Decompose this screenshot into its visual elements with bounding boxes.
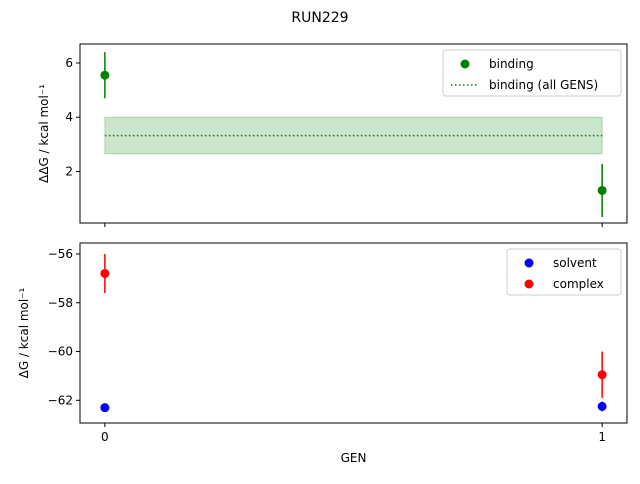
complex-point-0 xyxy=(100,268,110,278)
y-axis-label-0: ΔΔG / kcal mol⁻¹ xyxy=(37,84,51,183)
y-tick-label-1-0: −62 xyxy=(48,393,73,407)
solvent-point-0 xyxy=(100,403,110,413)
solvent-point-1 xyxy=(597,401,607,411)
legend-0: binding binding (all GENS) xyxy=(442,49,622,97)
y-tick-label-0-2: 6 xyxy=(65,56,73,70)
axes-frame-1 xyxy=(79,242,628,424)
y-tick-label-0-1: 4 xyxy=(65,110,73,124)
y-tick-label-1-1: −60 xyxy=(48,345,73,359)
legend-label-binding: binding xyxy=(489,57,534,71)
y-tick-label-0-0: 2 xyxy=(65,164,73,178)
legend-1: solvent complex xyxy=(506,248,622,296)
bottom-panel-solvent-complex: −62 −60 −58 −56 0 1 ΔG / kcal mol⁻¹ GEN solvent c… xyxy=(17,242,628,465)
binding-point-0 xyxy=(100,70,110,80)
legend-label-complex: complex xyxy=(553,277,604,291)
x-tick-label-1-1: 1 xyxy=(598,430,606,444)
legend-label-solvent: solvent xyxy=(553,256,597,270)
x-axis-label: GEN xyxy=(341,451,367,465)
legend-box-0 xyxy=(442,49,622,97)
figure-title: RUN229 xyxy=(291,10,348,26)
legend-swatch-complex xyxy=(524,279,534,289)
y-tick-label-1-2: −58 xyxy=(48,296,73,310)
y-tick-label-1-3: −56 xyxy=(48,247,73,261)
axes-frame-0 xyxy=(79,43,628,224)
legend-box-1 xyxy=(506,248,622,296)
x-tick-label-1-0: 0 xyxy=(101,430,109,444)
legend-label-binding-all-gens: binding (all GENS) xyxy=(489,78,598,92)
y-axis-label-1: ΔG / kcal mol⁻¹ xyxy=(17,287,31,378)
binding-point-1 xyxy=(597,185,607,195)
legend-swatch-solvent xyxy=(524,258,534,268)
legend-swatch-binding xyxy=(460,59,470,69)
complex-point-1 xyxy=(597,370,607,380)
